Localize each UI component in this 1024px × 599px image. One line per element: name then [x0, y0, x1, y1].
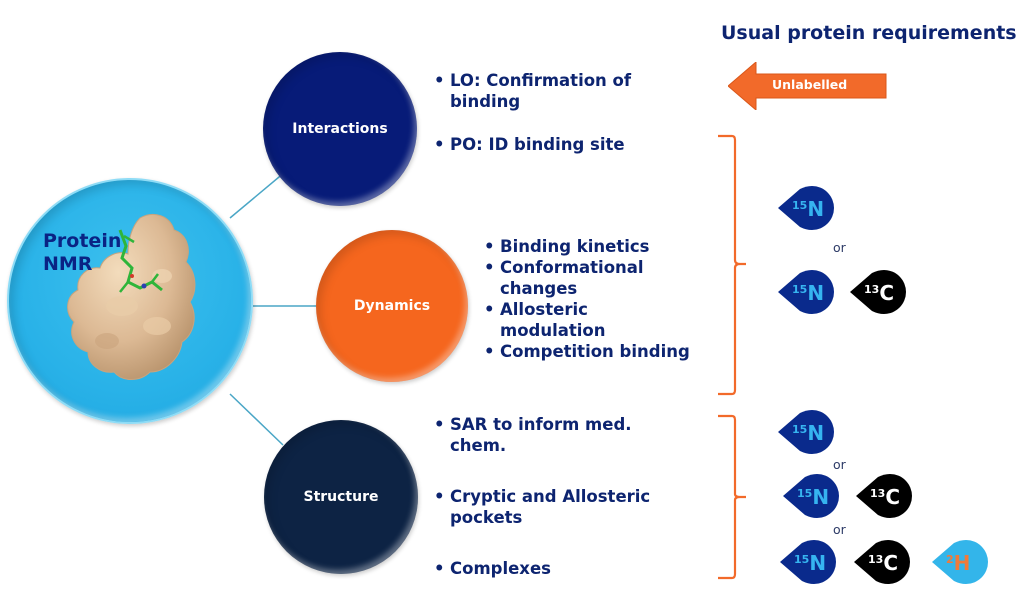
- isotope-n15-icon: [780, 540, 836, 584]
- isotope-n15-icon: [783, 474, 839, 518]
- dynamics-bullet-list: Binding kinetics Conformational changes …: [484, 236, 714, 362]
- bullet-item: Competition binding: [484, 341, 714, 362]
- dynamics-node: Dynamics: [316, 230, 468, 382]
- isotope-n15-icon: [778, 270, 834, 314]
- connector-structure: [229, 393, 284, 446]
- requirements-title: Usual protein requirements: [721, 22, 1017, 44]
- isotope-h2-label: 2H: [946, 551, 971, 575]
- interactions-label: Interactions: [292, 121, 388, 137]
- bullet-item: PO: ID binding site: [434, 134, 634, 155]
- or-label: or: [833, 522, 846, 537]
- isotope-c13-label: 13C: [868, 551, 898, 575]
- isotope-h2-icon: [932, 540, 988, 584]
- interactions-bullet-list: LO: Confirmation of binding PO: ID bindi…: [434, 70, 634, 155]
- unlabelled-arrow-icon: [728, 62, 887, 110]
- bullet-item: Cryptic and Allosteric pockets: [434, 486, 674, 528]
- protein-nmr-title: Protein NMR: [43, 230, 121, 276]
- bullet-item: LO: Confirmation of binding: [434, 70, 634, 112]
- or-label: or: [833, 457, 846, 472]
- isotope-c13-icon: [850, 270, 906, 314]
- protein-nmr-title-line2: NMR: [43, 253, 93, 275]
- isotope-c13-label: 13C: [870, 485, 900, 509]
- isotope-n15-label: 15N: [797, 485, 830, 509]
- or-label: or: [833, 240, 846, 255]
- structure-brace: [718, 414, 746, 580]
- bullet-item: SAR to inform med. chem.: [434, 414, 665, 456]
- connector-interactions: [229, 171, 286, 219]
- isotope-n15-label: 15N: [792, 281, 825, 305]
- structure-label: Structure: [303, 489, 379, 505]
- isotope-n15-label: 15N: [792, 197, 825, 221]
- bullet-item: Conformational changes: [484, 257, 670, 299]
- isotope-c13-icon: [856, 474, 912, 518]
- bullet-item: Binding kinetics: [484, 236, 714, 257]
- protein-nmr-title-line1: Protein: [43, 230, 122, 252]
- isotope-c13-icon: [854, 540, 910, 584]
- isotope-n15-icon: [778, 186, 834, 230]
- dynamics-brace: [718, 134, 746, 396]
- structure-bullet-list: SAR to inform med. chem. Cryptic and All…: [434, 414, 674, 579]
- unlabelled-arrow-label: Unlabelled: [772, 77, 848, 92]
- interactions-node: Interactions: [263, 52, 417, 206]
- bullet-item: Complexes: [434, 558, 674, 579]
- bullet-item: Allosteric modulation: [484, 299, 640, 341]
- isotope-n15-icon: [778, 410, 834, 454]
- isotope-n15-label: 15N: [794, 551, 827, 575]
- structure-node: Structure: [264, 420, 418, 574]
- isotope-c13-label: 13C: [864, 281, 894, 305]
- protein-surface-image: [67, 214, 196, 380]
- dynamics-label: Dynamics: [353, 298, 431, 314]
- isotope-n15-label: 15N: [792, 421, 825, 445]
